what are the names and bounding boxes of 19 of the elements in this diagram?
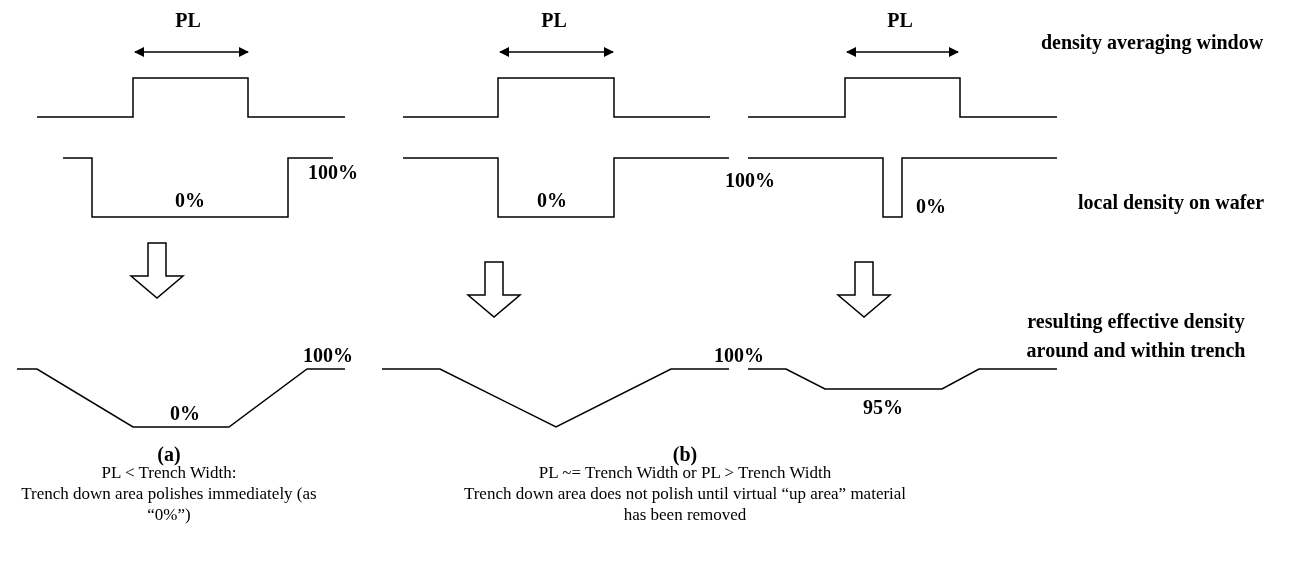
text-label: 100% [302, 343, 354, 368]
text-label: 95% [862, 395, 904, 420]
text-label: 0% [536, 188, 568, 213]
text-label: Trench down area polishes immediately (as “0%”) [20, 483, 318, 525]
text-label: 100% [307, 160, 359, 185]
text-label: 0% [915, 194, 947, 219]
text-label: PL [174, 8, 202, 33]
text-label: 0% [169, 401, 201, 426]
text-label: resulting effective density around and within trench [1025, 309, 1247, 363]
text-label: Trench down area does not polish until virtual “up area” material has been removed [462, 483, 908, 525]
text-label: PL [540, 8, 568, 33]
text-label: PL [886, 8, 914, 33]
text-label: (a) [157, 442, 181, 467]
text-label: 100% [713, 343, 765, 368]
text-label: 0% [174, 188, 206, 213]
text-label: (b) [672, 442, 699, 467]
text-label: 100% [724, 168, 776, 193]
text-label: local density on wafer [1076, 190, 1266, 216]
text-label: density averaging window [1039, 30, 1265, 56]
